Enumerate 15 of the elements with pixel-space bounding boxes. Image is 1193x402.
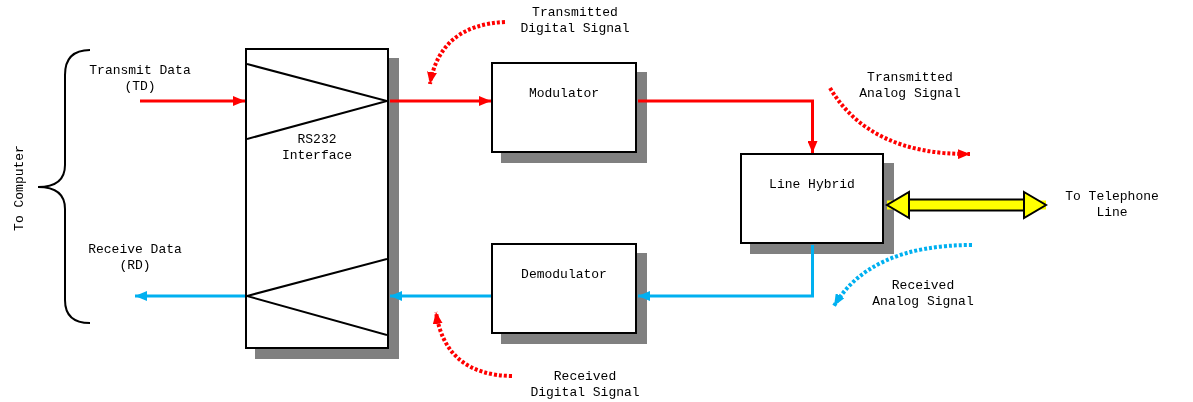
- block-box: [740, 153, 884, 244]
- node-text: Receive Data (RD): [87, 242, 183, 274]
- node-text: RS232 Interface: [280, 132, 354, 164]
- signal-label: Transmitted Analog Signal: [858, 70, 962, 102]
- node-text: To Telephone Line: [1064, 189, 1160, 221]
- node-text: Modulator: [528, 86, 600, 102]
- signal-label: Received Analog Signal: [871, 278, 975, 310]
- node-text: Line Hybrid: [769, 177, 855, 193]
- signal-label: Received Digital Signal: [529, 369, 641, 401]
- block-box: [491, 243, 637, 334]
- signal-label: To Computer: [12, 144, 28, 233]
- node-text: Demodulator: [521, 267, 607, 283]
- node-text: Transmit Data (TD): [88, 62, 192, 95]
- signal-label: Transmitted Digital Signal: [519, 5, 631, 37]
- block-box: [491, 62, 637, 153]
